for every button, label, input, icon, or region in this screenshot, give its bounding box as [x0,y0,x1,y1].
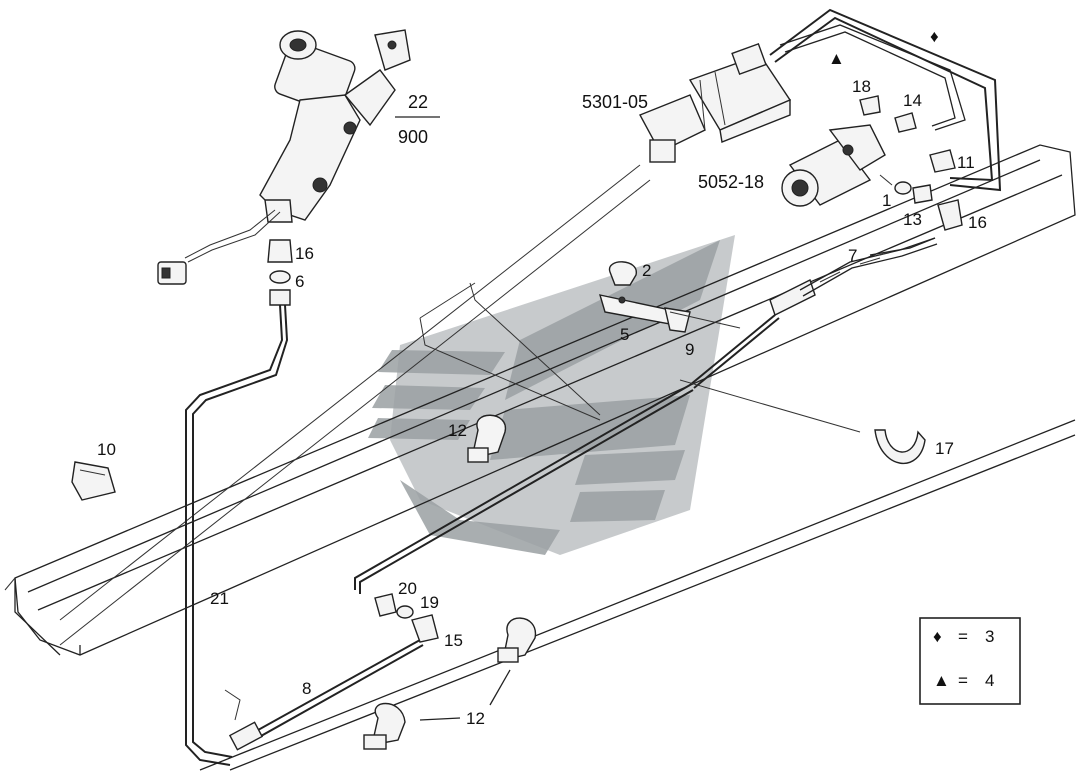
legend-diamond-equals: = [958,627,968,646]
label-8: 8 [302,679,311,698]
lower-frame-rail [59,164,1076,771]
middle-fittings [354,384,694,643]
hose-7 [869,237,936,256]
triangle-marker: ▲ [828,49,845,68]
label-2: 2 [642,261,651,280]
part-10 [71,461,116,501]
label-12-middle: 12 [448,421,467,440]
label-16-left: 16 [295,244,314,263]
legend-diamond-symbol: ♦ [933,627,942,646]
legend-triangle-equals: = [958,671,968,690]
valve-5052 [781,124,886,207]
label-6: 6 [295,272,304,291]
label-12-bottom: 12 [466,709,485,728]
servo-unit-5301 [639,42,792,163]
watermark-logo [368,235,735,555]
label-21: 21 [210,589,229,608]
fraction-numerator: 22 [408,92,428,112]
label-5: 5 [620,325,629,344]
label-5301-05: 5301-05 [582,92,648,112]
frame-rail [4,144,1076,656]
legend-triangle-symbol: ▲ [933,671,950,690]
label-19: 19 [420,593,439,612]
clamp-12-middle [467,414,506,463]
reference-fraction: 22 900 [395,92,440,147]
pipe-8 [224,639,424,751]
legend-box: ♦ = 3 ▲ = 4 [919,617,1021,705]
label-11: 11 [957,153,975,172]
label-10: 10 [97,440,116,459]
bracket-2-5 [598,261,741,333]
label-14: 14 [903,91,922,110]
label-18: 18 [852,77,871,96]
diamond-marker: ♦ [930,27,939,46]
label-20: 20 [398,579,417,598]
label-5052-18: 5052-18 [698,172,764,192]
clamp-12-bottom [363,617,536,750]
legend-diamond-value: 3 [985,627,994,646]
label-16-right: 16 [968,213,987,232]
upper-routing [769,8,1002,192]
part-17 [679,379,926,465]
fraction-denominator: 900 [398,127,428,147]
label-9: 9 [685,340,694,359]
label-1: 1 [882,191,891,210]
label-17: 17 [935,439,954,458]
hose-9 [689,237,938,389]
label-7: 7 [848,246,857,265]
legend-triangle-value: 4 [985,671,994,690]
clutch-master-cylinder [157,29,411,285]
left-fittings [185,239,293,766]
label-15: 15 [444,631,463,650]
upper-fittings [859,95,963,231]
label-13: 13 [903,210,922,229]
